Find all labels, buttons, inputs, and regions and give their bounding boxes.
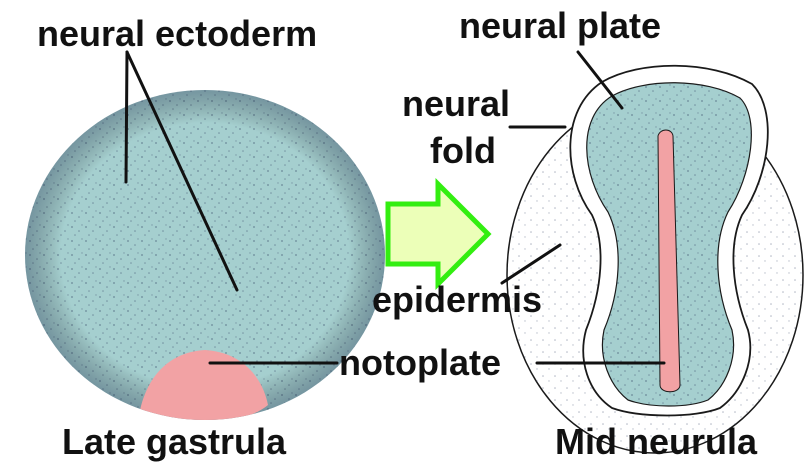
label-neural-plate: neural plate	[459, 5, 661, 46]
right-arrow-icon	[388, 184, 488, 284]
neural-ectoderm-leader-1	[126, 52, 127, 182]
mid-neurula-embryo	[507, 66, 803, 453]
caption-mid-neurula: Mid neurula	[555, 421, 758, 462]
label-epidermis: epidermis	[372, 279, 542, 320]
label-neural-fold-line2: fold	[430, 130, 496, 171]
label-notoplate: notoplate	[339, 342, 501, 383]
label-neural-fold-line1: neural	[402, 83, 510, 124]
late-gastrula-embryo	[25, 90, 385, 422]
caption-late-gastrula: Late gastrula	[62, 421, 287, 462]
label-neural-ectoderm: neural ectoderm	[37, 13, 317, 54]
